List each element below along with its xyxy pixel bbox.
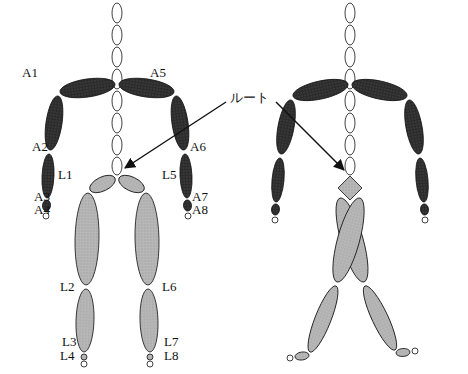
joint-label: L7: [164, 335, 178, 348]
leader-arrow: [125, 102, 226, 168]
spine-segment: [345, 3, 355, 23]
finger-tip: [422, 217, 428, 223]
spine-segment: [345, 135, 355, 155]
forearm-segment: [414, 157, 430, 202]
spine-segment: [345, 47, 355, 67]
skeleton-segments: [41, 3, 430, 367]
shin-segment: [139, 289, 159, 353]
spine-segment: [345, 91, 355, 111]
joint-label: A3: [34, 190, 50, 203]
upper-arm-segment: [168, 95, 192, 151]
upper-arm-segment: [273, 99, 299, 156]
joint-label: A2: [32, 140, 48, 153]
finger-tip: [272, 217, 278, 223]
hip-segment: [87, 172, 118, 197]
spine-segment: [112, 3, 122, 23]
shin-segment: [75, 289, 95, 353]
foot-tip: [412, 348, 418, 354]
joint-label: L5: [162, 168, 176, 181]
forearm-segment: [179, 154, 193, 199]
shoulder-segment: [291, 75, 350, 105]
spine-segment: [112, 157, 122, 175]
leader-arrow: [276, 102, 344, 170]
foot-tip: [81, 361, 87, 367]
thigh-segment: [74, 193, 100, 286]
ankle-segment: [81, 354, 87, 360]
joint-label: L3: [62, 335, 76, 348]
joint-label: L4: [60, 349, 74, 362]
joint-label: A4: [34, 203, 50, 216]
shin-segment: [303, 283, 344, 355]
pelvis-segment: [338, 176, 362, 200]
joint-label: A7: [192, 190, 208, 203]
joint-label: A8: [192, 203, 208, 216]
hand-segment: [420, 204, 429, 216]
spine-segment: [112, 47, 122, 67]
thigh-segment: [326, 195, 370, 285]
root-leaders: [125, 102, 344, 170]
joint-label: A6: [190, 140, 206, 153]
foot-segment: [294, 351, 309, 361]
joint-label: A5: [150, 66, 166, 79]
shoulder-segment: [59, 75, 117, 101]
spine-segment: [112, 91, 122, 111]
spine-segment: [345, 157, 355, 175]
upper-arm-segment: [401, 99, 427, 156]
joint-label: L1: [58, 168, 72, 181]
shoulder-segment: [118, 75, 176, 101]
root-label: ルート: [228, 90, 271, 105]
shin-segment: [358, 283, 402, 354]
joint-label: A1: [22, 66, 38, 79]
spine-segment: [345, 113, 355, 133]
spine-segment: [345, 25, 355, 45]
hand-segment: [271, 204, 280, 216]
forearm-segment: [270, 157, 286, 202]
joint-label: L6: [162, 280, 176, 293]
foot-segment: [396, 348, 411, 357]
hand-segment: [183, 200, 192, 212]
spine-segment: [112, 25, 122, 45]
foot-tip: [147, 361, 153, 367]
joint-label: L2: [60, 280, 74, 293]
thigh-segment: [134, 193, 160, 286]
ankle-segment: [147, 354, 153, 360]
spine-segment: [112, 135, 122, 155]
spine-segment: [112, 113, 122, 133]
shoulder-segment: [350, 75, 409, 105]
hip-segment: [116, 172, 147, 197]
joint-label: L8: [164, 349, 178, 362]
finger-tip: [185, 213, 191, 219]
foot-tip: [287, 355, 293, 361]
